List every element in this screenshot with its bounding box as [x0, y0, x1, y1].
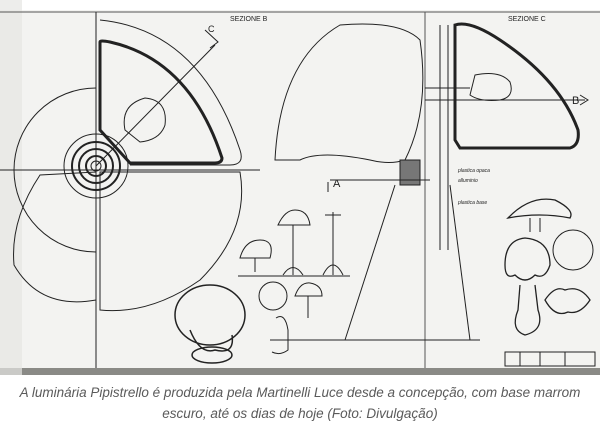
lamp-technical-drawing: SEZIONE B SEZIONE C C B A plastica opaca…: [0, 0, 600, 375]
marker-c-label: C: [208, 24, 215, 34]
blueprint-drawing: [0, 0, 600, 375]
section-c-label: SEZIONE C: [508, 16, 546, 23]
annotation-2: alluminio: [458, 178, 478, 184]
image-caption: A luminária Pipistrello é produzida pela…: [0, 382, 600, 424]
caption-line-1: A luminária Pipistrello é produzida pela…: [19, 385, 581, 400]
caption-line-2: escuro, até os dias de hoje (Foto: Divul…: [162, 406, 438, 421]
marker-a-label: A: [333, 178, 341, 190]
annotation-3: plastica base: [458, 200, 488, 206]
marker-b-label: B: [572, 95, 580, 107]
section-b-label: SEZIONE B: [230, 16, 268, 23]
annotation-1: plastica opaca: [458, 168, 490, 174]
